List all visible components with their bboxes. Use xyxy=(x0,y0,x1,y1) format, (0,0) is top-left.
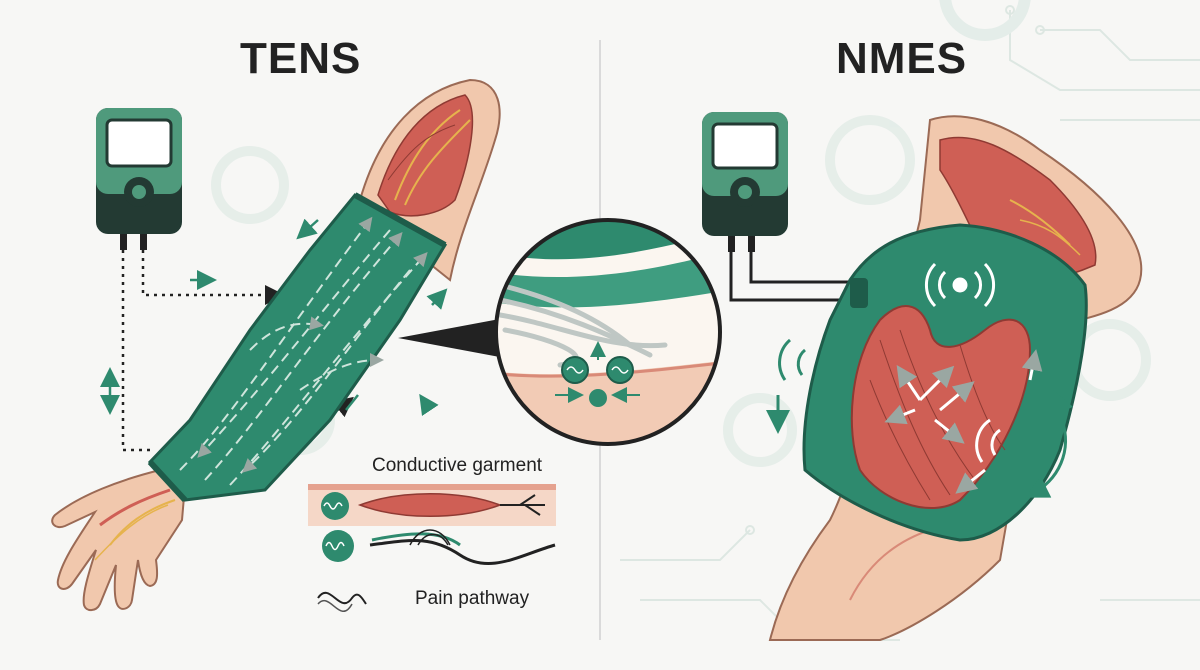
vibration-waves-icon xyxy=(924,262,996,308)
nmes-unit-icon xyxy=(702,112,788,252)
magnifier-detail xyxy=(494,218,722,446)
nmes-title: NMES xyxy=(836,34,968,83)
nmes-cuff xyxy=(802,223,1088,542)
conductive-garment-label: Conductive garment xyxy=(372,455,543,476)
motion-arrows xyxy=(766,338,1074,498)
hand xyxy=(51,468,187,612)
tens-sleeve xyxy=(147,192,448,503)
nmes-lead-wires xyxy=(729,252,860,302)
tens-title: TENS xyxy=(240,34,362,83)
pain-pathway-label: Pain pathway xyxy=(415,588,530,609)
magnifier-pointer xyxy=(398,318,505,358)
small-arrows xyxy=(100,218,448,417)
pain-pathway-diagram xyxy=(308,484,556,612)
tens-unit-icon xyxy=(96,108,182,250)
